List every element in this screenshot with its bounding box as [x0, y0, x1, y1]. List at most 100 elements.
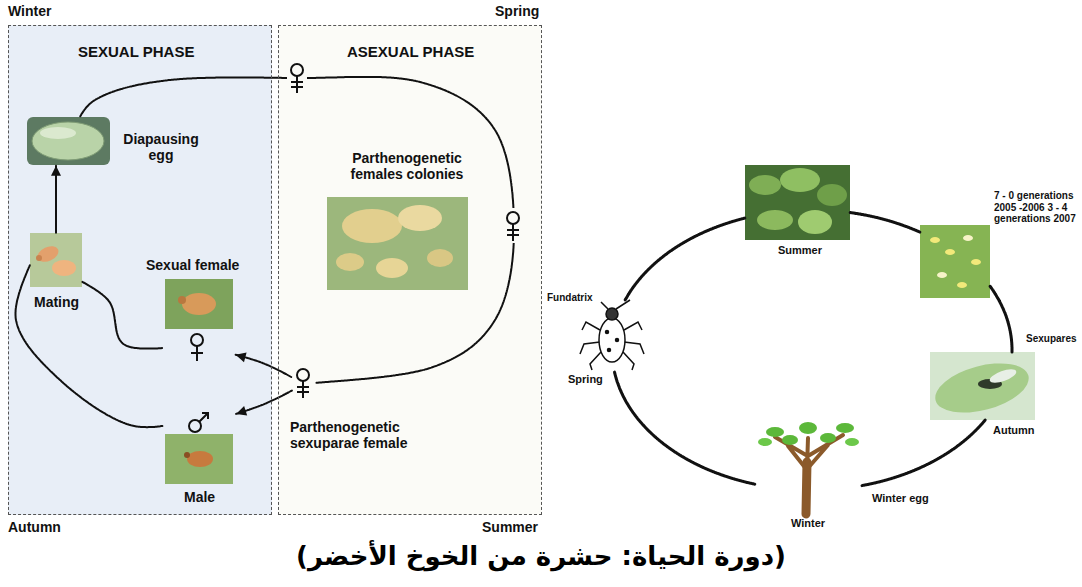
connector-line — [862, 420, 985, 486]
stage-label: Sexupares — [1026, 333, 1077, 345]
photo-node: Sexual female — [163, 277, 235, 363]
winter-tree-part — [758, 438, 772, 446]
female-symbol-part — [191, 346, 203, 361]
autumn-photo-part — [988, 367, 1018, 386]
arrowhead — [236, 406, 247, 416]
generations-photo-part — [971, 259, 981, 265]
sexual-female-photo-part — [178, 296, 186, 304]
node-label: ASEXUAL PHASE — [347, 43, 474, 60]
panel-ground-part — [8, 25, 272, 515]
fundatrix-drawing — [580, 300, 644, 370]
fundatrix-drawing-part — [606, 331, 609, 334]
connector-line — [625, 218, 745, 300]
panel-ground-part — [278, 25, 542, 515]
colonies-photo — [327, 197, 468, 290]
parthenogenetic-symbol-part — [287, 61, 307, 96]
cycle-arc — [850, 213, 920, 233]
connector-line — [80, 77, 514, 383]
mating-photo-part — [36, 255, 42, 261]
drawing-node: FundatrixSpring — [578, 300, 646, 372]
summer-photo-part — [817, 184, 847, 206]
node-label: Summer — [778, 244, 822, 257]
generations-photo-part — [920, 225, 990, 298]
summer-photo-part — [749, 175, 781, 195]
cycle-arc — [862, 420, 985, 486]
sexual-female-photo-part — [182, 293, 216, 315]
winter-tree — [758, 422, 859, 514]
photo-node: Summer — [745, 165, 850, 240]
male-photo — [165, 434, 233, 484]
fundatrix-drawing-part — [616, 339, 619, 342]
node-label: Autumn — [993, 424, 1035, 437]
photo-node: Mating — [30, 233, 82, 287]
season-label: Summer — [482, 519, 538, 535]
phase-panel: SEXUAL PHASEDiapausing eggMatingSexual f… — [8, 25, 272, 515]
parthenogenetic-symbol — [287, 61, 307, 96]
cycle-arrow — [82, 282, 162, 349]
sexupara-symbol-part — [297, 381, 309, 398]
female-symbol-part — [191, 334, 203, 346]
colonies-photo-part — [336, 253, 364, 271]
fundatrix-drawing-part — [608, 349, 611, 352]
summer-photo-part — [757, 210, 793, 230]
colonies-photo-part — [327, 197, 468, 290]
generations-photo-part — [930, 237, 940, 243]
photo-node: 7 - 0 generations 2005 -2006 3 - 4 gener… — [920, 225, 990, 298]
cycle-arc — [990, 286, 1012, 352]
connector-line — [16, 265, 163, 427]
parthenogenetic-symbol-part — [291, 76, 303, 93]
photo-node: Autumn — [930, 352, 1035, 420]
autumn-photo — [930, 352, 1035, 422]
fundatrix-drawing-part — [623, 322, 644, 370]
parthenogenetic-symbol-part — [291, 64, 303, 76]
sexual-female-photo-part — [165, 279, 233, 329]
colonies-photo-part — [398, 205, 442, 231]
cycle-arrow — [16, 265, 163, 427]
figure-caption: (دورة الحياة: حشرة من الخوخ الأخضر) — [0, 540, 1082, 574]
season-label: Autumn — [8, 519, 61, 535]
colonies-photo-part — [427, 249, 453, 267]
winter-tree-part — [836, 423, 854, 433]
winter-tree-part — [782, 435, 798, 445]
connector-line — [82, 282, 162, 349]
node-label: Sexual female — [146, 257, 239, 273]
egg-photo-part — [40, 127, 76, 139]
node-label: SEXUAL PHASE — [78, 43, 194, 60]
cycle-arc — [625, 218, 745, 300]
arrowhead — [236, 353, 247, 363]
generations-photo-part — [963, 235, 973, 241]
egg-photo-part — [32, 122, 104, 160]
node-label: Male — [184, 489, 215, 505]
sexupara-symbol — [297, 369, 309, 398]
winter-tree-part — [820, 433, 836, 443]
cycle-arc — [615, 372, 755, 484]
connector-line — [55, 166, 57, 233]
season-label: Spring — [495, 3, 539, 19]
photo-node: Male — [163, 410, 235, 486]
parthenogenetic-symbol-part — [503, 208, 523, 243]
parthenogenetic-symbol — [503, 208, 523, 243]
male-photo-part — [184, 452, 190, 458]
generations-photo-part — [957, 282, 967, 288]
connector-line — [615, 372, 755, 484]
egg-photo — [27, 117, 110, 165]
summer-photo-part — [745, 165, 850, 240]
parthenogenetic-symbol-part — [507, 224, 519, 241]
node-label: Parthenogenetic sexuparae female — [290, 419, 440, 451]
season-label: Winter — [8, 3, 51, 19]
symbol-node: Parthenogenetic sexuparae female — [292, 366, 316, 402]
node-label: 7 - 0 generations 2005 -2006 3 - 4 gener… — [994, 190, 1078, 225]
winter-tree-part — [766, 427, 784, 437]
generations-photo-part — [937, 272, 947, 278]
generations-photo — [920, 225, 990, 298]
egg-photo-part — [27, 117, 110, 165]
fundatrix-drawing-part — [580, 322, 601, 370]
parthenogenetic-symbol-part — [507, 212, 519, 224]
fundatrix-drawing-part — [601, 300, 630, 309]
male-symbol — [189, 413, 208, 432]
node-label: Parthenogenetic females colonies — [332, 150, 482, 182]
fundatrix-drawing-part — [599, 318, 625, 362]
connector-line — [850, 213, 920, 233]
mating-photo-part — [52, 260, 76, 276]
phase-panel: ASEXUAL PHASE Parthenogenetic females col… — [278, 25, 542, 515]
